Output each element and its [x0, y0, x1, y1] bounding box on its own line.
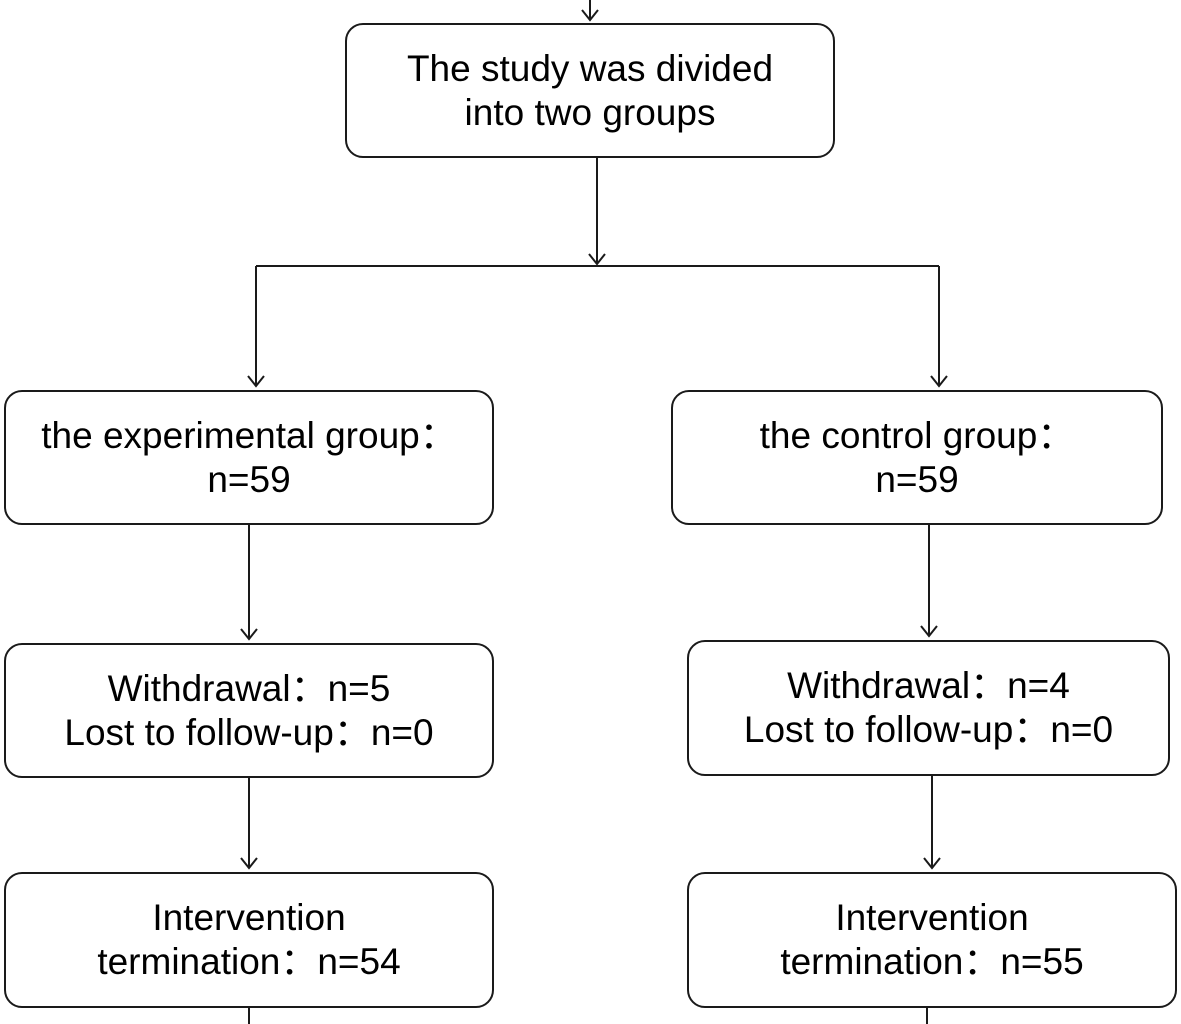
study-division-box: The study was divided into two groups — [345, 23, 835, 158]
control-group-label: the control group： — [759, 414, 1075, 456]
control-termination-line2: termination：n=55 — [780, 941, 1084, 982]
experimental-group-box: the experimental group： n=59 — [4, 390, 494, 525]
experimental-lost-to-follow-up: Lost to follow-up：n=0 — [64, 711, 434, 753]
control-termination-box: Intervention termination：n=55 — [687, 872, 1177, 1008]
experimental-attrition-box: Withdrawal：n=5 Lost to follow-up：n=0 — [4, 643, 494, 778]
arrowhead-control-attrition-to-termination — [923, 857, 941, 870]
experimental-termination-line1: Intervention — [152, 897, 346, 938]
control-lost-to-follow-up: Lost to follow-up：n=0 — [743, 709, 1114, 750]
experimental-withdrawal: Withdrawal：n=5 — [107, 667, 391, 709]
control-termination-line1: Intervention — [835, 897, 1029, 938]
experimental-group-count: n=59 — [207, 458, 291, 500]
control-withdrawal: Withdrawal：n=4 — [787, 665, 1070, 706]
experimental-termination-line2: termination：n=54 — [97, 941, 401, 982]
arrowhead-split-to-control — [930, 375, 948, 388]
arrowhead-control-to-attrition — [920, 625, 938, 638]
study-division-line2: into two groups — [464, 91, 716, 133]
experimental-group-label: the experimental group： — [41, 414, 457, 456]
arrowhead-experimental-to-attrition — [240, 628, 258, 641]
arrowhead-into-study-box — [581, 9, 599, 22]
study-division-line1: The study was divided — [406, 47, 774, 89]
experimental-termination-box: Intervention termination：n=54 — [4, 872, 494, 1008]
control-attrition-box: Withdrawal：n=4 Lost to follow-up：n=0 — [687, 640, 1170, 776]
control-group-box: the control group： n=59 — [671, 390, 1163, 525]
arrowhead-study-to-split — [588, 253, 606, 266]
control-group-count: n=59 — [875, 458, 959, 500]
arrowhead-experimental-attrition-to-termination — [240, 857, 258, 870]
arrowhead-split-to-experimental — [247, 375, 265, 388]
